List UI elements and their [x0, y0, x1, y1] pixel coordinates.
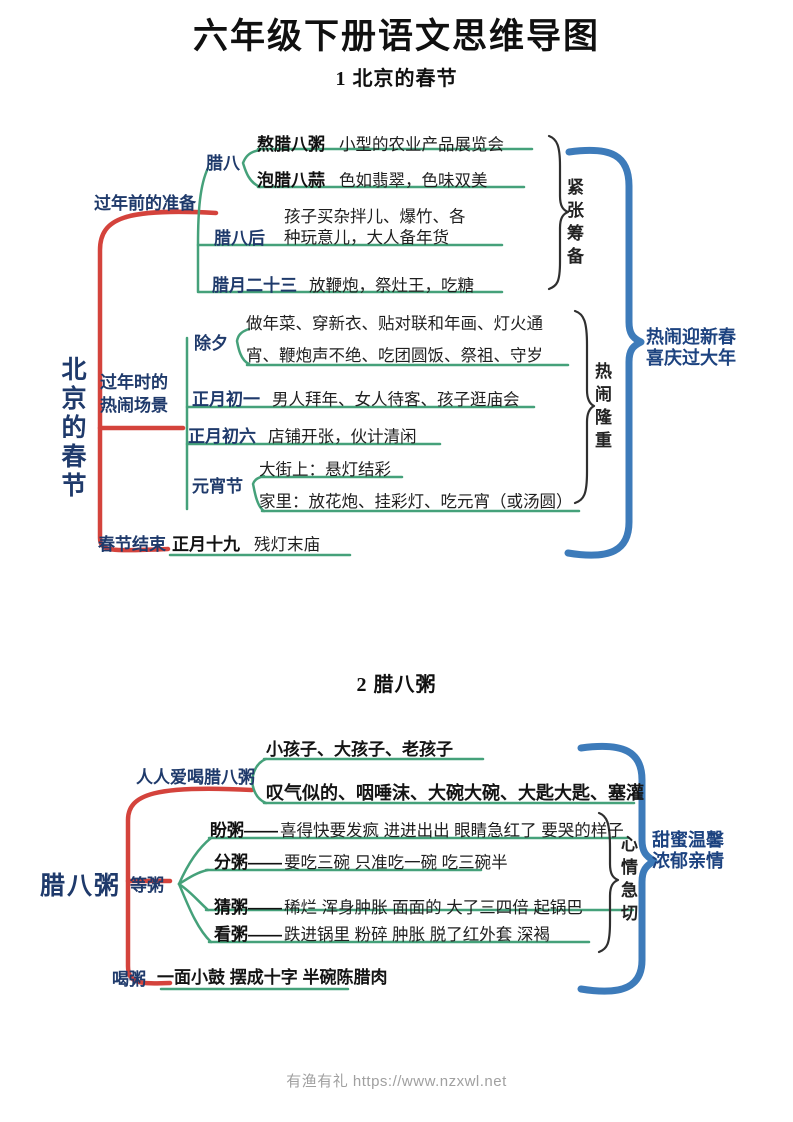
map2-blue-brace	[577, 742, 658, 995]
map1-chuyi-label: 正月初一	[192, 390, 260, 409]
map2-branch1-label: 人人爱喝腊八粥	[136, 768, 255, 787]
leaf-keyword: 熬腊八粥	[257, 135, 325, 154]
map2-green-branches	[159, 757, 636, 991]
leaf-row: 正月初一 男人拜年、女人待客、孩子逛庙会	[192, 385, 520, 410]
map1-annotation-preparation: 紧张筹备	[564, 178, 583, 270]
map2-branch3-text: 一面小鼓 摆成十字 半碗陈腊肉	[157, 968, 388, 987]
map1-black-braces	[547, 134, 596, 505]
map1-red-bracket	[97, 209, 219, 553]
leaf-text: 种玩意儿，大人备年货	[284, 229, 449, 247]
watermark-footer: 有渔有礼 https://www.nzxwl.net	[286, 1073, 507, 1090]
leaf-row: 分粥—— 要吃三碗 只准吃一碗 吃三碗半	[214, 848, 508, 873]
leaf-keyword: 猜粥——	[214, 898, 282, 917]
map2-annotation-eager: 心情急切	[618, 835, 637, 927]
leaf-text: 孩子买杂拌儿、爆竹、各	[284, 208, 466, 226]
map1-blue-brace	[564, 146, 645, 559]
map1-branch3-keyword: 正月十九	[172, 535, 240, 554]
map2-red-bracket	[125, 786, 255, 986]
map1-summary-line1: 热闹迎新春	[646, 327, 736, 347]
leaf-text: 要吃三碗 只准吃一碗 吃三碗半	[284, 854, 508, 872]
map2-black-brace	[597, 811, 620, 954]
map2-branch3-label: 喝粥	[112, 970, 146, 989]
map1-annotation-lively: 热闹隆重	[592, 362, 611, 454]
leaf-text: 做年菜、穿新衣、贴对联和年画、灯火通	[246, 315, 543, 333]
leaf-text: 家里：放花炮、挂彩灯、吃元宵（或汤圆）	[259, 493, 573, 511]
map1-chuliu-label: 正月初六	[188, 427, 256, 446]
map1-branch3-text: 残灯末庙	[254, 536, 320, 554]
page-title: 六年级下册语文思维导图	[192, 17, 600, 56]
map1-branch2-label: 过年时的热闹场景	[100, 371, 168, 417]
leaf-text: 小孩子、大孩子、老孩子	[266, 740, 453, 759]
map1-branch1-label: 过年前的准备	[94, 194, 196, 213]
leaf-text: 男人拜年、女人待客、孩子逛庙会	[272, 391, 520, 409]
map1-labahou-label: 腊八后	[214, 229, 265, 248]
leaf-row: 泡腊八蒜 色如翡翠，色味双美	[257, 166, 488, 191]
map2-root-node: 腊八粥	[40, 872, 122, 900]
leaf-text: 店铺开张，伙计清闲	[268, 428, 417, 446]
map1-green-branches	[168, 147, 581, 557]
map1-laba-label: 腊八	[206, 154, 240, 173]
branch2-label-line2: 热闹场景	[100, 396, 168, 415]
map2-summary: 甜蜜温馨浓郁亲情	[652, 830, 724, 872]
map1-subtitle: 1 北京的春节	[335, 68, 458, 90]
leaf-row: 盼粥—— 喜得快要发疯 进进出出 眼睛急红了 要哭的样子	[210, 816, 624, 841]
leaf-text: 大街上：悬灯结彩	[259, 461, 391, 479]
leaf-text: 色如翡翠，色味双美	[339, 172, 488, 190]
leaf-text: 跌进锅里 粉碎 肿胀 脱了红外套 深褐	[284, 926, 550, 944]
map1-branch3-label: 春节结束	[98, 535, 166, 554]
leaf-row: 正月初六 店铺开张，伙计清闲	[188, 422, 417, 447]
leaf-text: 宵、鞭炮声不绝、吃团圆饭、祭祖、守岁	[246, 347, 543, 365]
map2-summary-line2: 浓郁亲情	[652, 851, 724, 871]
leaf-text: 小型的农业产品展览会	[339, 136, 504, 154]
leaf-keyword: 盼粥——	[210, 821, 278, 840]
map1-layue23-label: 腊月二十三	[212, 276, 297, 295]
leaf-text: 叹气似的、咽唾沫、大碗大碗、大匙大匙、塞灌	[266, 783, 644, 803]
leaf-row: 猜粥—— 稀烂 浑身肿胀 面面的 大了三四倍 起锅巴	[214, 893, 583, 918]
map1-summary: 热闹迎新春喜庆过大年	[646, 327, 736, 369]
map2-summary-line1: 甜蜜温馨	[652, 830, 724, 850]
leaf-text: 稀烂 浑身肿胀 面面的 大了三四倍 起锅巴	[284, 899, 583, 917]
map2-branch2-label: 等粥	[130, 876, 164, 895]
map1-summary-line2: 喜庆过大年	[646, 348, 736, 368]
leaf-text: 喜得快要发疯 进进出出 眼睛急红了 要哭的样子	[280, 822, 624, 840]
map2-subtitle: 2 腊八粥	[356, 674, 437, 696]
leaf-row: 熬腊八粥 小型的农业产品展览会	[257, 130, 504, 155]
branch2-label-line1: 过年时的	[100, 373, 168, 392]
leaf-row: 看粥—— 跌进锅里 粉碎 肿胀 脱了红外套 深褐	[214, 920, 550, 945]
leaf-keyword: 看粥——	[214, 925, 282, 944]
map1-yuanxiao-label: 元宵节	[192, 477, 243, 496]
map1-chuxi-label: 除夕	[194, 334, 228, 353]
leaf-keyword: 分粥——	[214, 853, 282, 872]
leaf-row: 腊月二十三 放鞭炮，祭灶王，吃糖	[212, 271, 474, 296]
map1-root-node: 北京的春节	[58, 356, 86, 501]
leaf-keyword: 泡腊八蒜	[257, 171, 325, 190]
leaf-text: 放鞭炮，祭灶王，吃糖	[309, 277, 474, 295]
